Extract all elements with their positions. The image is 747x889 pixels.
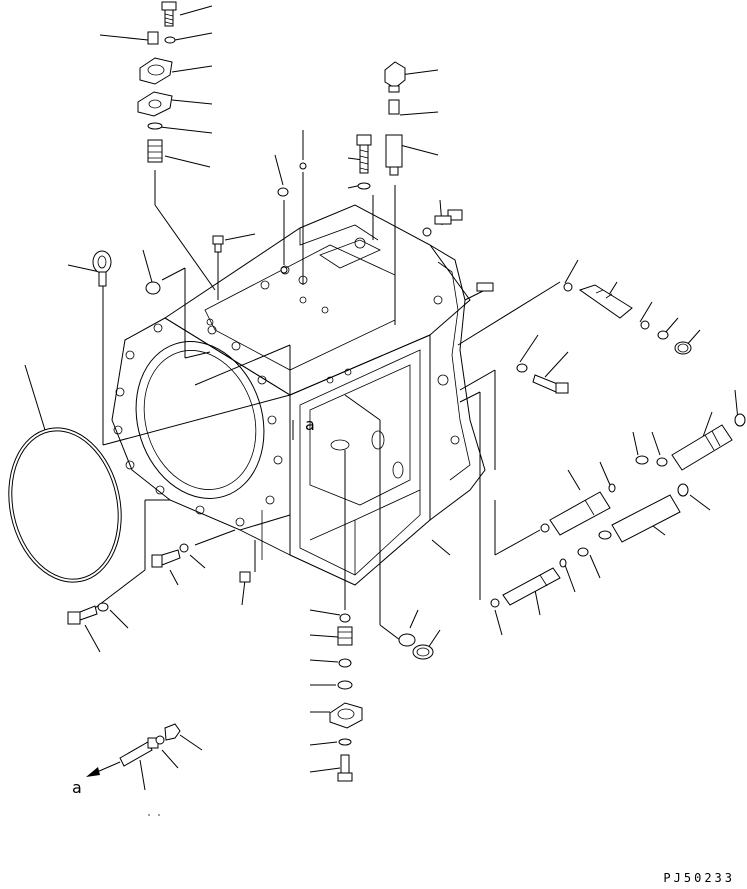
large-oring [8,427,122,583]
washer-left-lower [179,543,189,553]
oring-bottom-2 [338,658,352,668]
transmission-case-housing [111,204,486,586]
shaft-right-5 [502,567,561,606]
bolt-left-bottom [67,605,98,625]
oring-right-3 [657,330,669,340]
oring-right-6 [608,483,616,493]
oring-top-center [277,187,289,197]
oring-far-right [734,413,746,427]
bolt-upper-right [434,209,463,225]
oring-right-12 [490,598,500,608]
bolt-top-left [161,1,177,27]
plug-top [145,281,161,295]
plug-bottom [412,644,434,660]
cover-plate [139,57,173,85]
plug-right [674,341,692,355]
washer-upper-right [422,227,432,237]
shaft-right-1 [578,284,633,319]
parts [8,1,746,816]
drawing-code: PJ50233 [663,871,735,885]
bolt-top-deck [212,235,224,253]
pin-left-lower [239,571,251,583]
ref-letter-housing: a [305,415,315,434]
oring-right-11 [559,558,567,568]
bolt-center [356,134,372,174]
drain-cover [329,702,363,729]
washer-stud [155,735,165,745]
oring-bottom-3 [337,680,353,690]
eye-bolt [92,250,112,287]
oring-right-7 [540,523,550,533]
bolt-right [532,374,569,394]
oring-bottom-1 [339,613,351,623]
oring-right-2 [640,320,650,330]
nut-stud [164,723,181,741]
plug-small [147,31,176,45]
washer-left-bottom [97,602,109,612]
dowel-pin-right [476,282,494,292]
washer-right [516,363,528,373]
washer-center [357,182,371,190]
reference-arrow [86,767,100,777]
shaft-right-4 [611,494,681,543]
washer-bottom [338,738,352,746]
plug-bottom-oring [398,633,416,647]
elbow-fitting [147,139,163,163]
shaft-right-3 [549,491,611,536]
ref-letter-stud: a [72,778,82,797]
leader-lines [24,5,739,791]
oring-right-10 [577,547,589,557]
pressure-sensor [384,61,406,93]
oring-right-5 [635,455,649,465]
stud-bolt [119,737,159,767]
oring-right-1 [563,282,573,292]
bolt-bottom [337,754,353,782]
bolt-left-lower [151,549,181,568]
oring-right-9 [598,530,612,540]
fitting-bottom [337,626,353,646]
valve-body [385,134,403,176]
bell-bolt-bosses [113,323,283,527]
oring-right-8 [677,483,689,497]
oring-small [147,122,163,130]
shaft-right-2 [671,424,733,471]
oring-right-4 [656,457,668,467]
gasket [137,91,173,117]
adapter [388,99,400,115]
